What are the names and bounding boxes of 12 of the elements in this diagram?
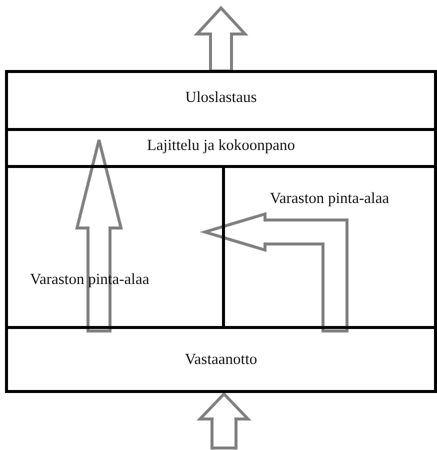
zone-box <box>5 70 437 131</box>
zone-box <box>5 326 437 393</box>
zone-label: Varaston pinta-alaa <box>30 271 150 289</box>
zone-label: Uloslastaus <box>185 88 257 106</box>
zone-label: Lajittelu ja kokoonpano <box>146 137 296 155</box>
zone-box <box>5 128 437 168</box>
block-arrow <box>194 6 248 72</box>
zone-label: Varaston pinta-alaa <box>270 190 390 208</box>
zone-label: Vastaanotto <box>184 350 258 368</box>
block-arrow <box>196 392 252 450</box>
block-arrow <box>75 138 123 332</box>
block-arrow <box>200 212 348 332</box>
